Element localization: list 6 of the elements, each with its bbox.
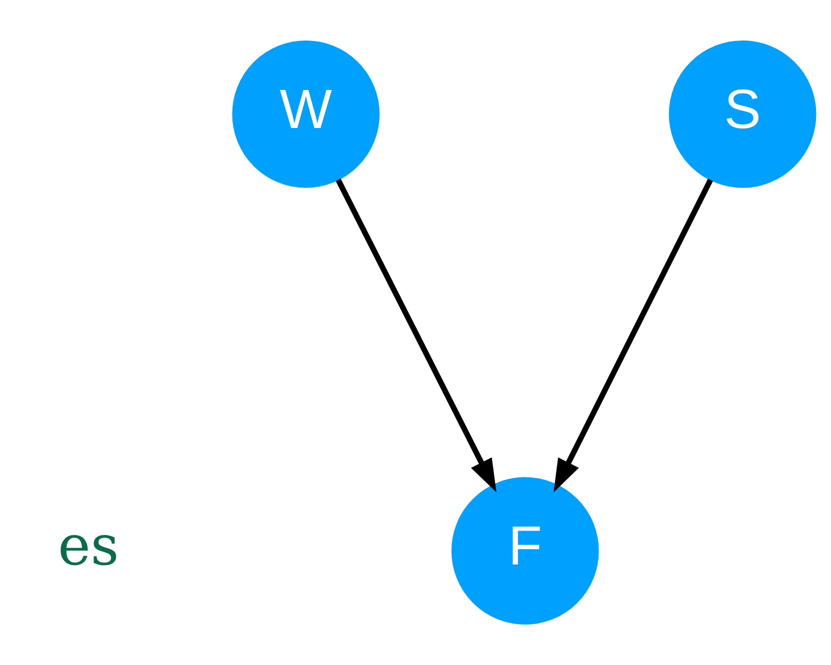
node-circle: W [232,40,380,188]
node-circle: F [451,477,599,625]
label: es [58,514,119,579]
node-circle: S [668,40,816,188]
arrow [554,178,713,492]
arrow [336,178,496,492]
